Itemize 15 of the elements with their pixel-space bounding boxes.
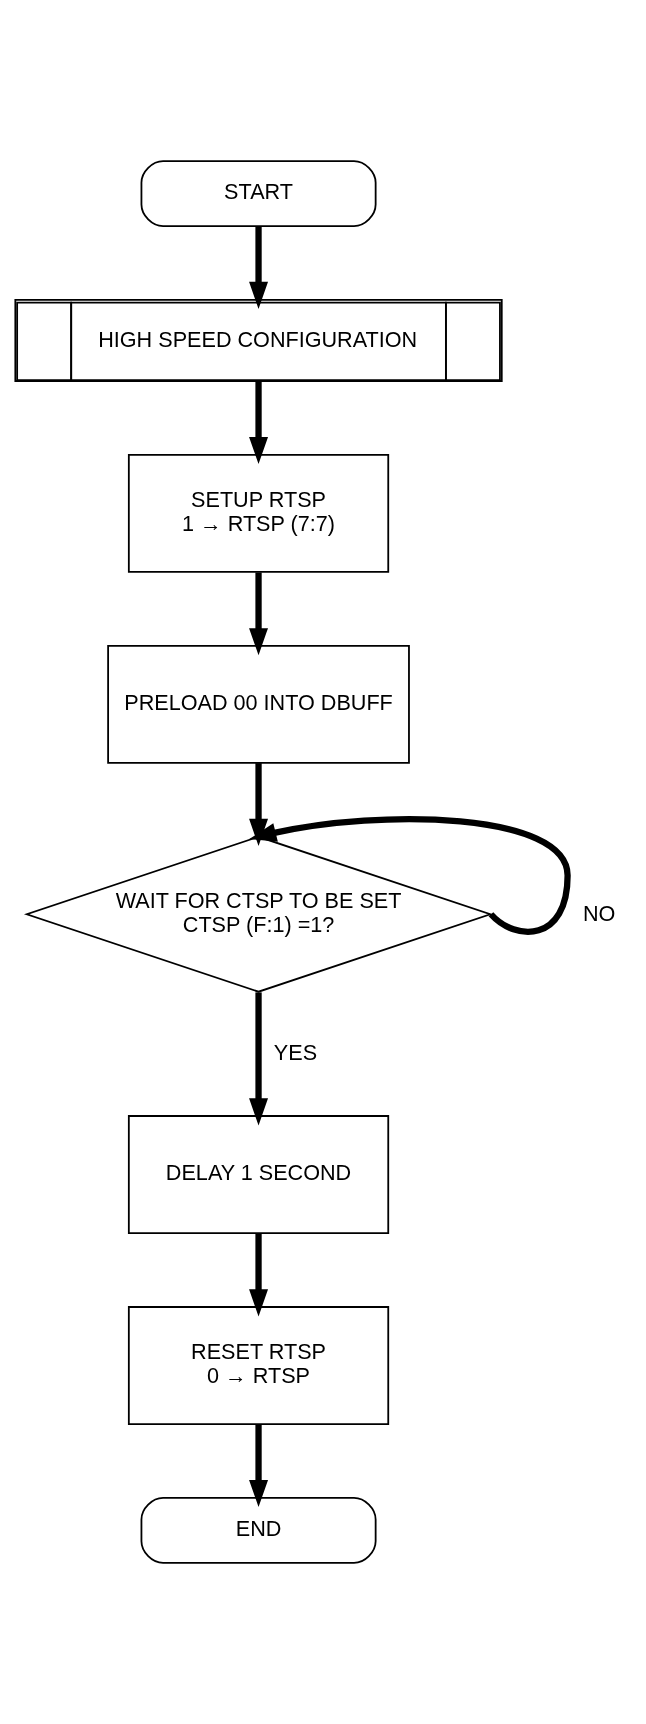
node-box: END (140, 1497, 377, 1564)
arrow (249, 226, 269, 309)
arrow (249, 381, 269, 465)
node-box: DELAY 1 SECOND (127, 1115, 390, 1234)
arrow (249, 816, 571, 935)
edge-label: YES (273, 1040, 318, 1066)
arrow (249, 992, 269, 1126)
edge-label: NO (582, 900, 616, 926)
node-box: RESET RTSP 0 → RTSP (127, 1306, 390, 1425)
node-box: PRELOAD 00 INTO DBUFF (107, 644, 410, 764)
arrow (249, 1424, 269, 1508)
arrow (249, 572, 269, 656)
node-box: START (140, 160, 377, 227)
arrow (249, 1233, 269, 1317)
node-box: SETUP RTSP 1 → RTSP (7:7) (127, 453, 390, 573)
